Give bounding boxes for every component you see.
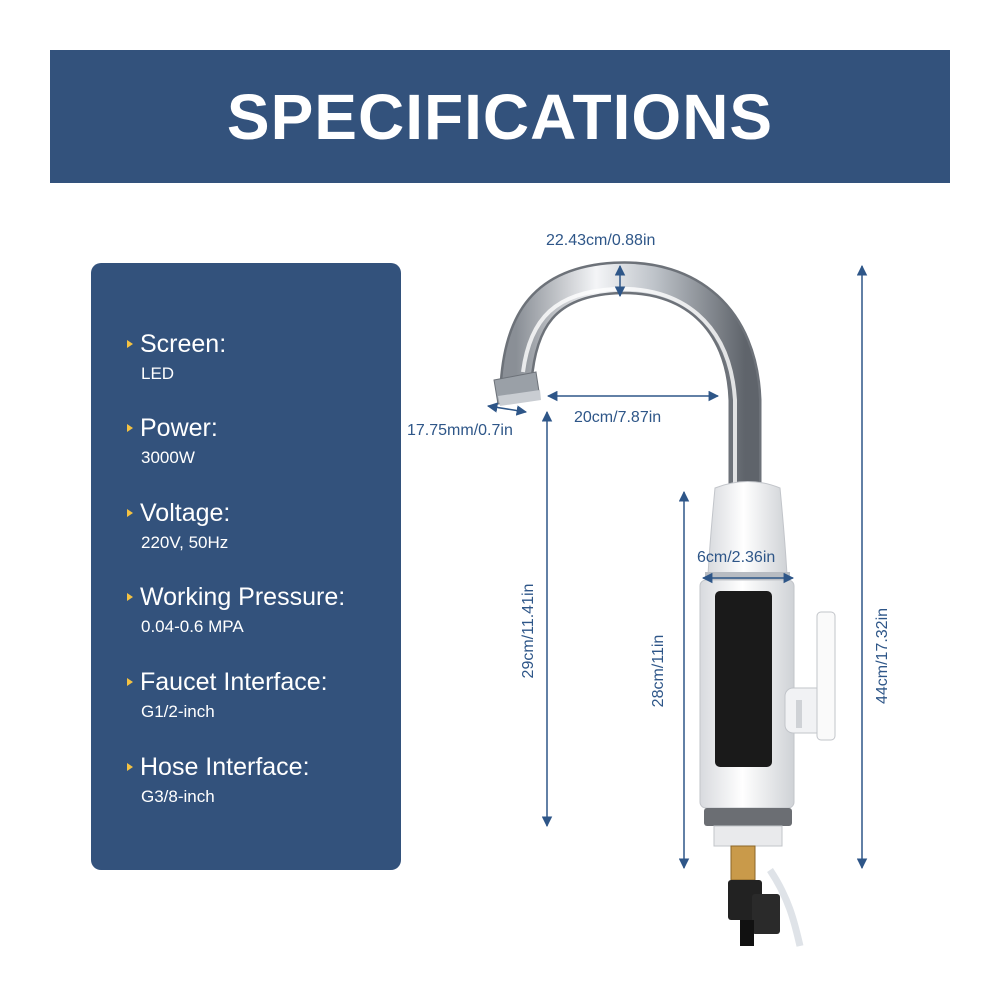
spec-panel: Screen: LED Power: 3000W Voltage: 220V, … bbox=[91, 263, 401, 870]
spec-label: Screen: bbox=[140, 330, 227, 358]
spec-item-faucet-interface: Faucet Interface: G1/2-inch bbox=[127, 667, 328, 723]
spec-item-hose-interface: Hose Interface: G3/8-inch bbox=[127, 752, 310, 808]
spec-item-voltage: Voltage: 220V, 50Hz bbox=[127, 498, 230, 554]
dim-label-body-width: 6cm/2.36in bbox=[697, 549, 776, 566]
spec-item-working-pressure: Working Pressure: 0.04-0.6 MPA bbox=[127, 582, 345, 638]
dim-label-spout-reach: 20cm/7.87in bbox=[574, 409, 662, 426]
bullet-icon bbox=[127, 509, 133, 517]
spec-value: 3000W bbox=[141, 448, 195, 467]
spec-value: G3/8-inch bbox=[141, 787, 215, 806]
dim-label-spout-height: 29cm/11.41in bbox=[520, 583, 537, 679]
dim-label-pipe-diameter: 22.43cm/0.88in bbox=[546, 232, 656, 249]
spec-item-power: Power: 3000W bbox=[127, 413, 218, 469]
heater-body bbox=[699, 481, 836, 947]
led-screen bbox=[715, 591, 772, 767]
dim-label-total-height: 44cm/17.32in bbox=[874, 607, 891, 705]
bullet-icon bbox=[127, 424, 133, 432]
page-title: SPECIFICATIONS bbox=[226, 80, 774, 153]
dim-line-spout-width bbox=[486, 402, 528, 416]
bullet-icon bbox=[127, 593, 133, 601]
dimension-lines bbox=[486, 264, 868, 870]
spec-value: 220V, 50Hz bbox=[141, 533, 229, 552]
dim-label-body-height: 28cm/11in bbox=[650, 634, 667, 708]
bullet-icon bbox=[127, 678, 133, 686]
spec-label: Voltage: bbox=[140, 499, 231, 527]
bullet-icon bbox=[127, 340, 133, 348]
dim-label-spout-width: 17.75mm/0.7in bbox=[407, 422, 513, 439]
spec-label: Power: bbox=[140, 414, 218, 442]
spec-label: Working Pressure: bbox=[140, 583, 346, 611]
header-banner: SPECIFICATIONS bbox=[50, 50, 950, 183]
faucet-spout bbox=[493, 261, 762, 490]
spec-value: LED bbox=[141, 364, 175, 383]
spec-value: 0.04-0.6 MPA bbox=[141, 617, 244, 636]
spec-item-screen: Screen: LED bbox=[127, 329, 226, 385]
spec-label: Faucet Interface: bbox=[140, 668, 328, 696]
spec-value: G1/2-inch bbox=[141, 702, 215, 721]
bullet-icon bbox=[127, 763, 133, 771]
spec-label: Hose Interface: bbox=[140, 753, 310, 781]
